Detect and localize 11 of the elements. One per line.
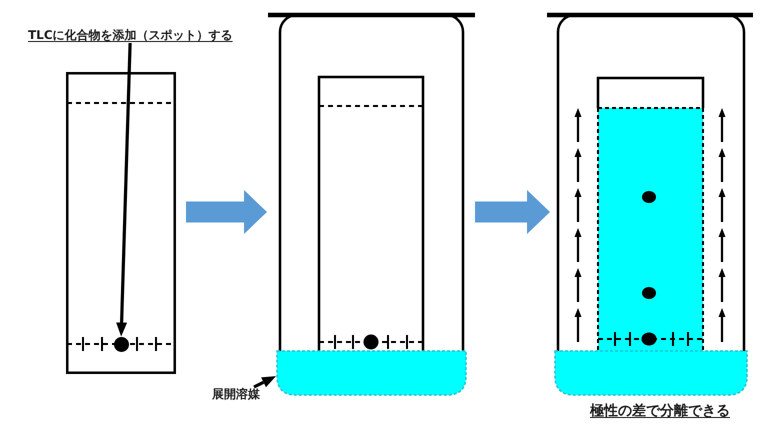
leader-arrow bbox=[253, 376, 276, 388]
leader-arrow bbox=[116, 42, 132, 336]
tlc-plate bbox=[66, 72, 176, 374]
solvent-pool bbox=[276, 349, 467, 396]
developing-chamber bbox=[267, 12, 477, 395]
callout-text: TLCに化合物を添加（スポット）する bbox=[28, 28, 233, 43]
flow-arrow bbox=[475, 190, 550, 234]
caption-text: 極性の差で分離できる bbox=[590, 403, 730, 420]
flow-arrow bbox=[186, 190, 267, 234]
spot-icon bbox=[114, 336, 128, 352]
callout-text: 展開溶媒 bbox=[212, 387, 260, 402]
